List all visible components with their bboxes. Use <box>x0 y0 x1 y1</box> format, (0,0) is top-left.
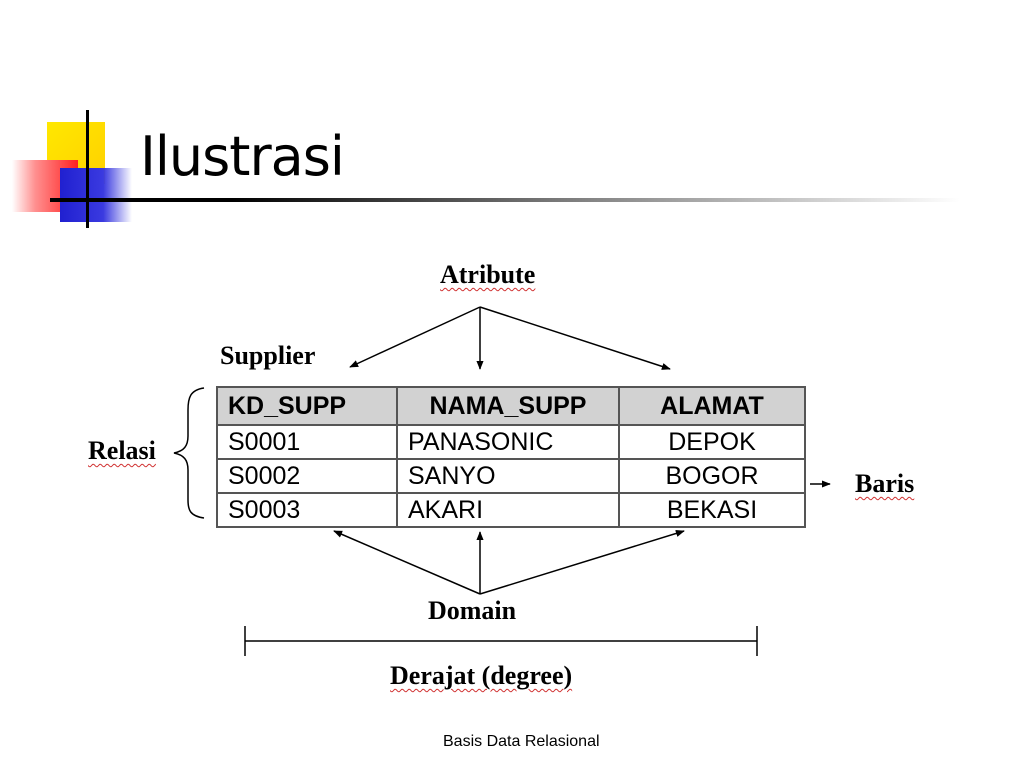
table-header-row: KD_SUPP NAMA_SUPP ALAMAT <box>216 386 806 426</box>
label-derajat: Derajat (degree) <box>390 661 573 690</box>
relation-table: KD_SUPP NAMA_SUPP ALAMAT S0001 PANASONIC… <box>216 386 806 528</box>
label-domain: Domain <box>428 596 517 625</box>
slide-title: Ilustrasi <box>140 125 345 188</box>
table-row: S0003 AKARI BEKASI <box>216 492 806 528</box>
column-header-nama-supp: NAMA_SUPP <box>396 386 620 426</box>
table-cell: DEPOK <box>618 424 806 460</box>
table-cell: BEKASI <box>618 492 806 528</box>
label-baris: Baris <box>855 469 915 498</box>
relasi-brace <box>173 387 205 519</box>
table-row: S0002 SANYO BOGOR <box>216 458 806 494</box>
domain-arrow-right <box>479 529 685 595</box>
label-relasi: Relasi <box>88 436 156 465</box>
table-cell: BOGOR <box>618 458 806 494</box>
column-header-kd-supp: KD_SUPP <box>216 386 398 426</box>
logo-vertical-line <box>86 110 89 228</box>
atribute-arrow-right <box>479 306 671 370</box>
logo-blue-square <box>60 168 132 222</box>
slide-footer: Basis Data Relasional <box>443 733 600 750</box>
column-header-alamat: ALAMAT <box>618 386 806 426</box>
table-cell: S0003 <box>216 492 398 528</box>
domain-arrow-left <box>333 530 481 595</box>
table-cell: PANASONIC <box>396 424 620 460</box>
label-atribute: Atribute <box>440 260 536 289</box>
table-row: S0001 PANASONIC DEPOK <box>216 424 806 460</box>
table-cell: AKARI <box>396 492 620 528</box>
table-cell: SANYO <box>396 458 620 494</box>
atribute-arrow-left <box>349 306 481 368</box>
table-cell: S0002 <box>216 458 398 494</box>
table-cell: S0001 <box>216 424 398 460</box>
label-supplier: Supplier <box>220 341 316 370</box>
title-underline <box>50 198 960 202</box>
